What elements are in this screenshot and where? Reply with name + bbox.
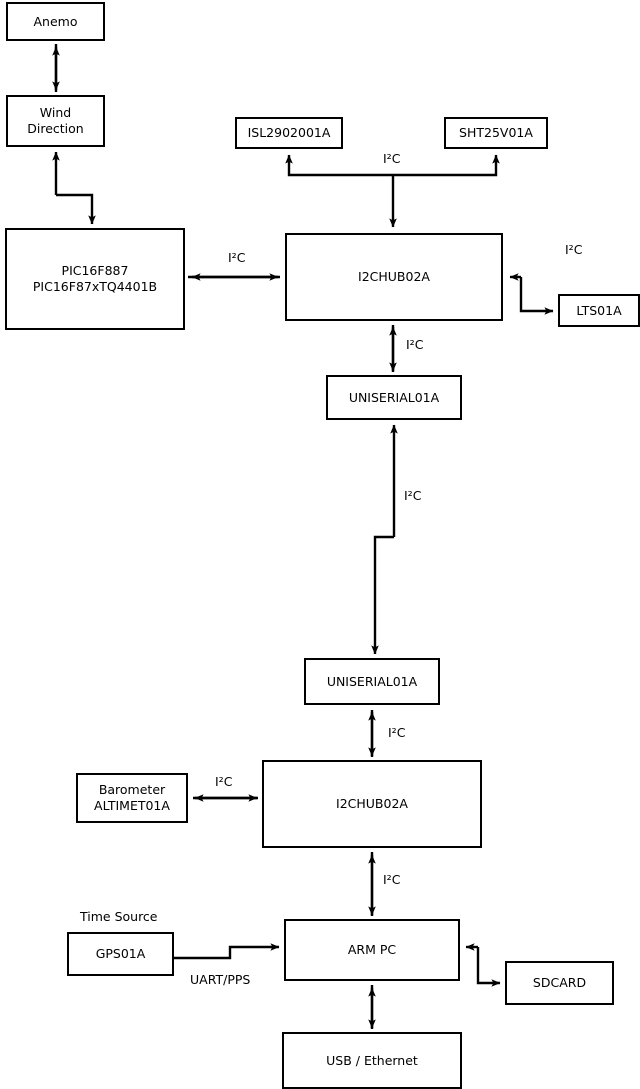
edge-label-i2c-barometer: I²C bbox=[215, 774, 233, 789]
edge-label-i2c-uniserial-link: I²C bbox=[404, 488, 422, 503]
edge-label-i2c-hub-uniserial: I²C bbox=[406, 337, 424, 352]
edge-label-i2c-uniserial-hub: I²C bbox=[388, 725, 406, 740]
node-uniserial01a-bottom[interactable]: UNISERIAL01A bbox=[304, 658, 440, 705]
node-wind-direction[interactable]: Wind Direction bbox=[6, 95, 105, 147]
node-anemo[interactable]: Anemo bbox=[6, 2, 105, 41]
wire-hub-bus-isl bbox=[285, 154, 393, 177]
wire-uniserial-link-down bbox=[371, 535, 394, 655]
node-usb-ethernet[interactable]: USB / Ethernet bbox=[282, 1032, 462, 1089]
wire-hub-lts-out bbox=[519, 277, 554, 315]
wire-hub-bus-sht bbox=[393, 154, 500, 177]
node-isl2902001a[interactable]: ISL2902001A bbox=[235, 117, 343, 149]
node-barometer-altimet01a[interactable]: Barometer ALTIMET01A bbox=[76, 773, 188, 823]
label-time-source: Time Source bbox=[80, 909, 158, 924]
wire-armpc-sdcard-out bbox=[476, 947, 501, 987]
node-pic-microcontroller[interactable]: PIC16F887 PIC16F87xTQ4401B bbox=[5, 228, 185, 330]
edge-label-i2c-lts: I²C bbox=[565, 242, 583, 257]
node-uniserial01a-top[interactable]: UNISERIAL01A bbox=[326, 375, 462, 420]
node-sht25v01a[interactable]: SHT25V01A bbox=[444, 117, 548, 149]
edge-label-i2c-top-bus: I²C bbox=[383, 151, 401, 166]
wire-gps-armpc bbox=[174, 943, 280, 960]
edge-label-i2c-pic-hub: I²C bbox=[228, 250, 246, 265]
node-i2chub02a-top[interactable]: I2CHUB02A bbox=[285, 233, 503, 321]
edge-label-uart-pps: UART/PPS bbox=[190, 972, 251, 987]
node-arm-pc[interactable]: ARM PC bbox=[284, 919, 460, 981]
node-gps01a[interactable]: GPS01A bbox=[67, 932, 174, 976]
wire-wind-pic-step bbox=[56, 193, 96, 225]
node-sdcard[interactable]: SDCARD bbox=[505, 961, 614, 1005]
node-i2chub02a-bottom[interactable]: I2CHUB02A bbox=[262, 760, 482, 848]
edge-label-i2c-hub-armpc: I²C bbox=[383, 872, 401, 887]
node-lts01a[interactable]: LTS01A bbox=[558, 294, 640, 327]
